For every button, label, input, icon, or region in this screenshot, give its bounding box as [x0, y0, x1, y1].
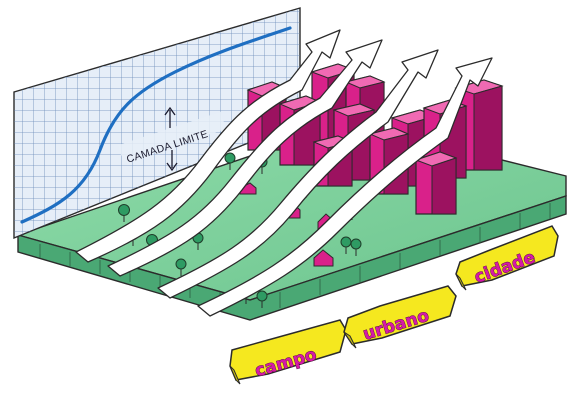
zone-sign-campo: campo	[230, 320, 346, 384]
building	[416, 152, 456, 214]
zone-sign-urbano: urbano	[344, 286, 456, 348]
